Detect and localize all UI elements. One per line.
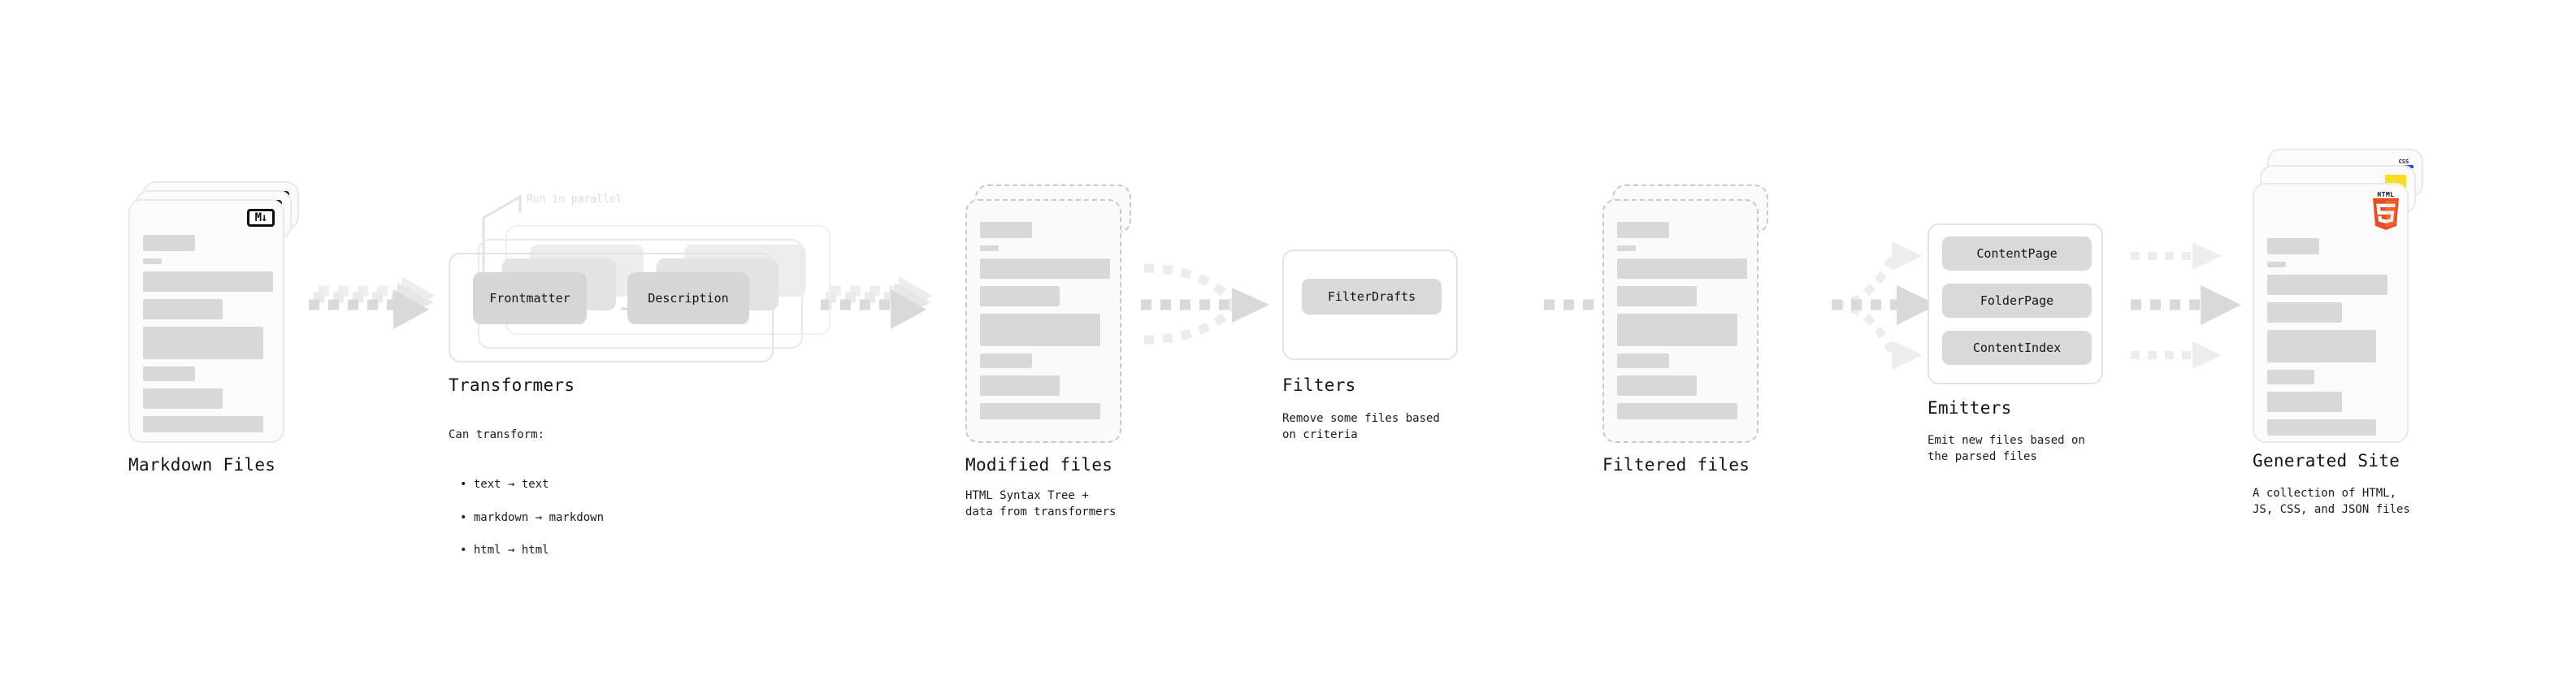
placeholder-line (143, 416, 263, 432)
subcaption-transformers: Can transform: text → text markdown → ma… (449, 410, 604, 592)
placeholder-line (1617, 375, 1697, 396)
placeholder-line (2267, 275, 2387, 295)
placeholder-line (2267, 302, 2342, 323)
transformer-group-front[interactable]: Frontmatter Description (449, 253, 774, 362)
placeholder-line (980, 245, 999, 251)
placeholder-line (2267, 419, 2376, 436)
placeholder-line (143, 299, 223, 319)
placeholder-line (980, 222, 1032, 238)
placeholder-line (143, 258, 162, 264)
stage-filters[interactable]: FilterDrafts (1282, 249, 1458, 360)
placeholder-line (1617, 245, 1636, 251)
placeholder-lines (980, 222, 1110, 427)
placeholder-lines (2267, 238, 2394, 443)
transformer-pill-frontmatter[interactable]: Frontmatter (473, 272, 587, 324)
filtered-card-front[interactable] (1602, 199, 1759, 443)
markdown-card-front[interactable]: M↓ (128, 199, 284, 443)
placeholder-line (1617, 403, 1737, 419)
markdown-icon: M↓ (247, 209, 275, 227)
modified-file-stack (965, 184, 1136, 443)
placeholder-line (1617, 286, 1697, 306)
placeholder-line (980, 314, 1100, 346)
placeholder-line (980, 286, 1060, 306)
generated-site-stack: CSS HTML (2253, 149, 2423, 443)
placeholder-line (980, 258, 1110, 279)
placeholder-line (143, 367, 195, 381)
transformer-pill-description[interactable]: Description (627, 272, 749, 324)
stage-emitters[interactable]: ContentPage FolderPage ContentIndex (1928, 223, 2103, 384)
subcaption-generated-site: A collection of HTML, JS, CSS, and JSON … (2253, 487, 2410, 517)
caption-filters: Filters (1282, 375, 1356, 395)
placeholder-line (980, 403, 1100, 419)
placeholder-line (2267, 262, 2286, 267)
placeholder-line (2267, 370, 2314, 384)
caption-markdown-files: Markdown Files (128, 455, 276, 475)
connector-modified-to-filters (1141, 263, 1269, 345)
placeholder-lines (143, 235, 273, 440)
html5-icon: HTML (2371, 191, 2400, 234)
placeholder-line (1617, 258, 1747, 279)
filtered-file-stack (1602, 184, 1773, 443)
subcaption-emitters: Emit new files based on the parsed files (1928, 434, 2085, 464)
run-in-parallel-label: Run in parallel (527, 193, 622, 206)
transform-list: text → text markdown → markdown html → h… (449, 460, 604, 575)
caption-modified-files: Modified files (965, 455, 1113, 475)
placeholder-line (1617, 354, 1669, 368)
placeholder-line (980, 375, 1060, 396)
placeholder-line (2267, 330, 2376, 362)
markdown-file-stack: M↓ M↓ M↓ (128, 181, 299, 443)
placeholder-line (980, 354, 1032, 368)
connector-emitters-to-site (2131, 242, 2241, 369)
caption-emitters: Emitters (1928, 398, 2012, 418)
connector-markdown-to-transformers (309, 276, 436, 329)
transform-list-item: html → html (460, 542, 604, 558)
placeholder-line (2267, 238, 2319, 254)
placeholder-line (1617, 314, 1737, 346)
emitter-pill-contentindex[interactable]: ContentIndex (1942, 331, 2092, 365)
html5-shield (2373, 198, 2399, 230)
connector-filtered-to-emitters (1832, 241, 1937, 370)
caption-transformers: Transformers (449, 375, 575, 395)
connector-transformers-to-modified (821, 276, 933, 329)
caption-generated-site: Generated Site (2253, 451, 2400, 471)
modified-card-front[interactable] (965, 199, 1121, 443)
site-card-front[interactable]: HTML (2253, 183, 2409, 443)
placeholder-lines (1617, 222, 1747, 427)
placeholder-line (2267, 392, 2342, 412)
placeholder-line (1617, 222, 1669, 238)
placeholder-line (143, 327, 263, 359)
caption-filtered-files: Filtered files (1602, 455, 1750, 475)
transform-heading: Can transform: (449, 428, 545, 442)
html5-wordmark: HTML (2377, 191, 2395, 198)
transform-list-item: text → text (460, 476, 604, 492)
emitter-pill-contentpage[interactable]: ContentPage (1942, 236, 2092, 271)
subcaption-filters: Remove some files based on criteria (1282, 412, 1440, 442)
filter-pill-filterdrafts[interactable]: FilterDrafts (1302, 279, 1442, 314)
subcaption-modified-files: HTML Syntax Tree + data from transformer… (965, 489, 1117, 519)
transform-list-item: markdown → markdown (460, 510, 604, 526)
placeholder-line (143, 388, 223, 409)
placeholder-line (143, 235, 195, 251)
emitter-pill-folderpage[interactable]: FolderPage (1942, 284, 2092, 318)
placeholder-line (143, 271, 273, 292)
